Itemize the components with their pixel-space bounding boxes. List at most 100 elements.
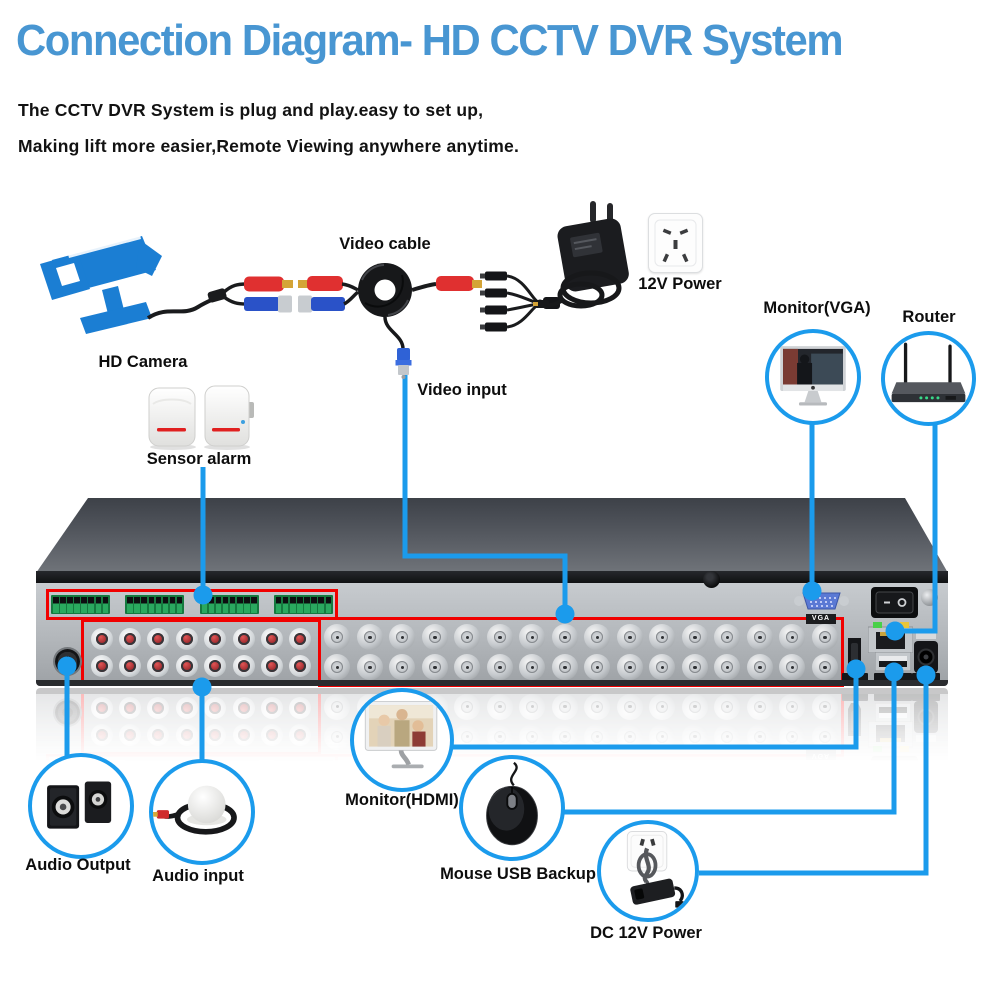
term-port	[67, 597, 73, 613]
rca-port	[147, 697, 170, 720]
term-port	[127, 761, 133, 777]
rca-port	[147, 724, 170, 747]
bnc-port	[324, 694, 351, 720]
rca-port	[260, 697, 283, 720]
rca-port	[289, 724, 312, 747]
term-port	[251, 597, 257, 613]
term-port	[155, 761, 162, 777]
rca-port	[204, 697, 227, 720]
bnc-port	[356, 624, 383, 650]
lan-label-tag	[874, 673, 912, 681]
term-port	[53, 597, 59, 613]
rca-port	[175, 724, 198, 747]
hdmi-label-tag	[842, 673, 868, 681]
bnc-port	[714, 624, 741, 650]
bnc-port	[519, 624, 546, 650]
term-port	[229, 597, 236, 613]
term-port	[282, 761, 289, 777]
term-port	[169, 597, 176, 613]
term-port	[134, 761, 140, 777]
hdmi-label-tag	[842, 693, 868, 701]
screw	[921, 768, 938, 785]
rca-port	[204, 627, 227, 650]
bnc-port	[486, 694, 513, 720]
rca-port	[232, 654, 255, 677]
term-port	[95, 597, 102, 613]
bnc-port	[519, 694, 546, 720]
video-cable-label: Video cable	[339, 235, 431, 253]
dc-power-node	[597, 820, 699, 922]
bnc-port	[486, 724, 513, 750]
rca-port	[119, 697, 142, 720]
bnc-port	[616, 694, 643, 720]
audio-input-label: Audio input	[152, 867, 244, 885]
term-port	[290, 597, 296, 613]
bnc-port	[454, 624, 481, 650]
screw-hole	[703, 571, 720, 588]
rca-port	[90, 654, 113, 677]
term-port	[208, 597, 215, 613]
hdmi-port	[846, 637, 863, 672]
power-sticker	[916, 735, 936, 742]
bnc-port	[649, 724, 676, 750]
bnc-port	[779, 654, 806, 680]
rca-port	[260, 654, 283, 677]
screw	[921, 589, 938, 606]
video-input-label: Video input	[417, 381, 507, 399]
bnc-port	[681, 654, 708, 680]
audio-output-jack	[55, 649, 80, 674]
bnc-port	[714, 694, 741, 720]
term-port	[102, 597, 109, 613]
bnc-port	[779, 724, 806, 750]
bnc-video-block	[318, 617, 844, 687]
power-switch[interactable]	[871, 587, 918, 618]
term-port	[325, 597, 331, 613]
vga-port-label: VGA	[806, 750, 836, 760]
bnc-port	[324, 724, 351, 750]
terminal-group	[125, 595, 185, 614]
audio-input-node	[149, 759, 255, 865]
term-port	[311, 597, 317, 613]
term-port	[81, 597, 87, 613]
bnc-port	[519, 654, 546, 680]
term-port	[176, 597, 183, 613]
bnc-port	[389, 624, 416, 650]
bnc-port	[714, 724, 741, 750]
term-port	[60, 597, 66, 613]
bnc-port	[584, 654, 611, 680]
bnc-port	[356, 654, 383, 680]
bnc-port	[389, 654, 416, 680]
rca-port	[232, 724, 255, 747]
terminal-group	[273, 595, 333, 614]
term-port	[251, 761, 257, 777]
term-port	[297, 597, 303, 613]
bnc-port	[584, 624, 611, 650]
terminal-group	[199, 595, 259, 614]
term-port	[141, 761, 147, 777]
dc-12v-power-label: DC 12V Power	[590, 924, 702, 942]
rca-port	[204, 654, 227, 677]
bnc-port	[681, 724, 708, 750]
rca-audio-block	[81, 689, 321, 755]
term-port	[244, 597, 250, 613]
term-port	[318, 761, 324, 777]
dvr-top-face	[36, 498, 948, 573]
bnc-port	[551, 654, 578, 680]
term-port	[290, 761, 296, 777]
dc-power-jack	[914, 641, 938, 673]
monitor-vga-label: Monitor(VGA)	[763, 299, 871, 317]
rca-port	[119, 654, 142, 677]
vga-port-label: VGA	[806, 614, 836, 624]
term-port	[304, 761, 310, 777]
bnc-port	[811, 654, 838, 680]
rca-port	[175, 654, 198, 677]
bnc-port	[616, 724, 643, 750]
usb-port	[874, 651, 912, 672]
term-port	[297, 761, 303, 777]
bnc-port	[454, 724, 481, 750]
term-port	[304, 597, 310, 613]
bnc-port	[779, 694, 806, 720]
bnc-port	[486, 654, 513, 680]
term-port	[325, 761, 331, 777]
